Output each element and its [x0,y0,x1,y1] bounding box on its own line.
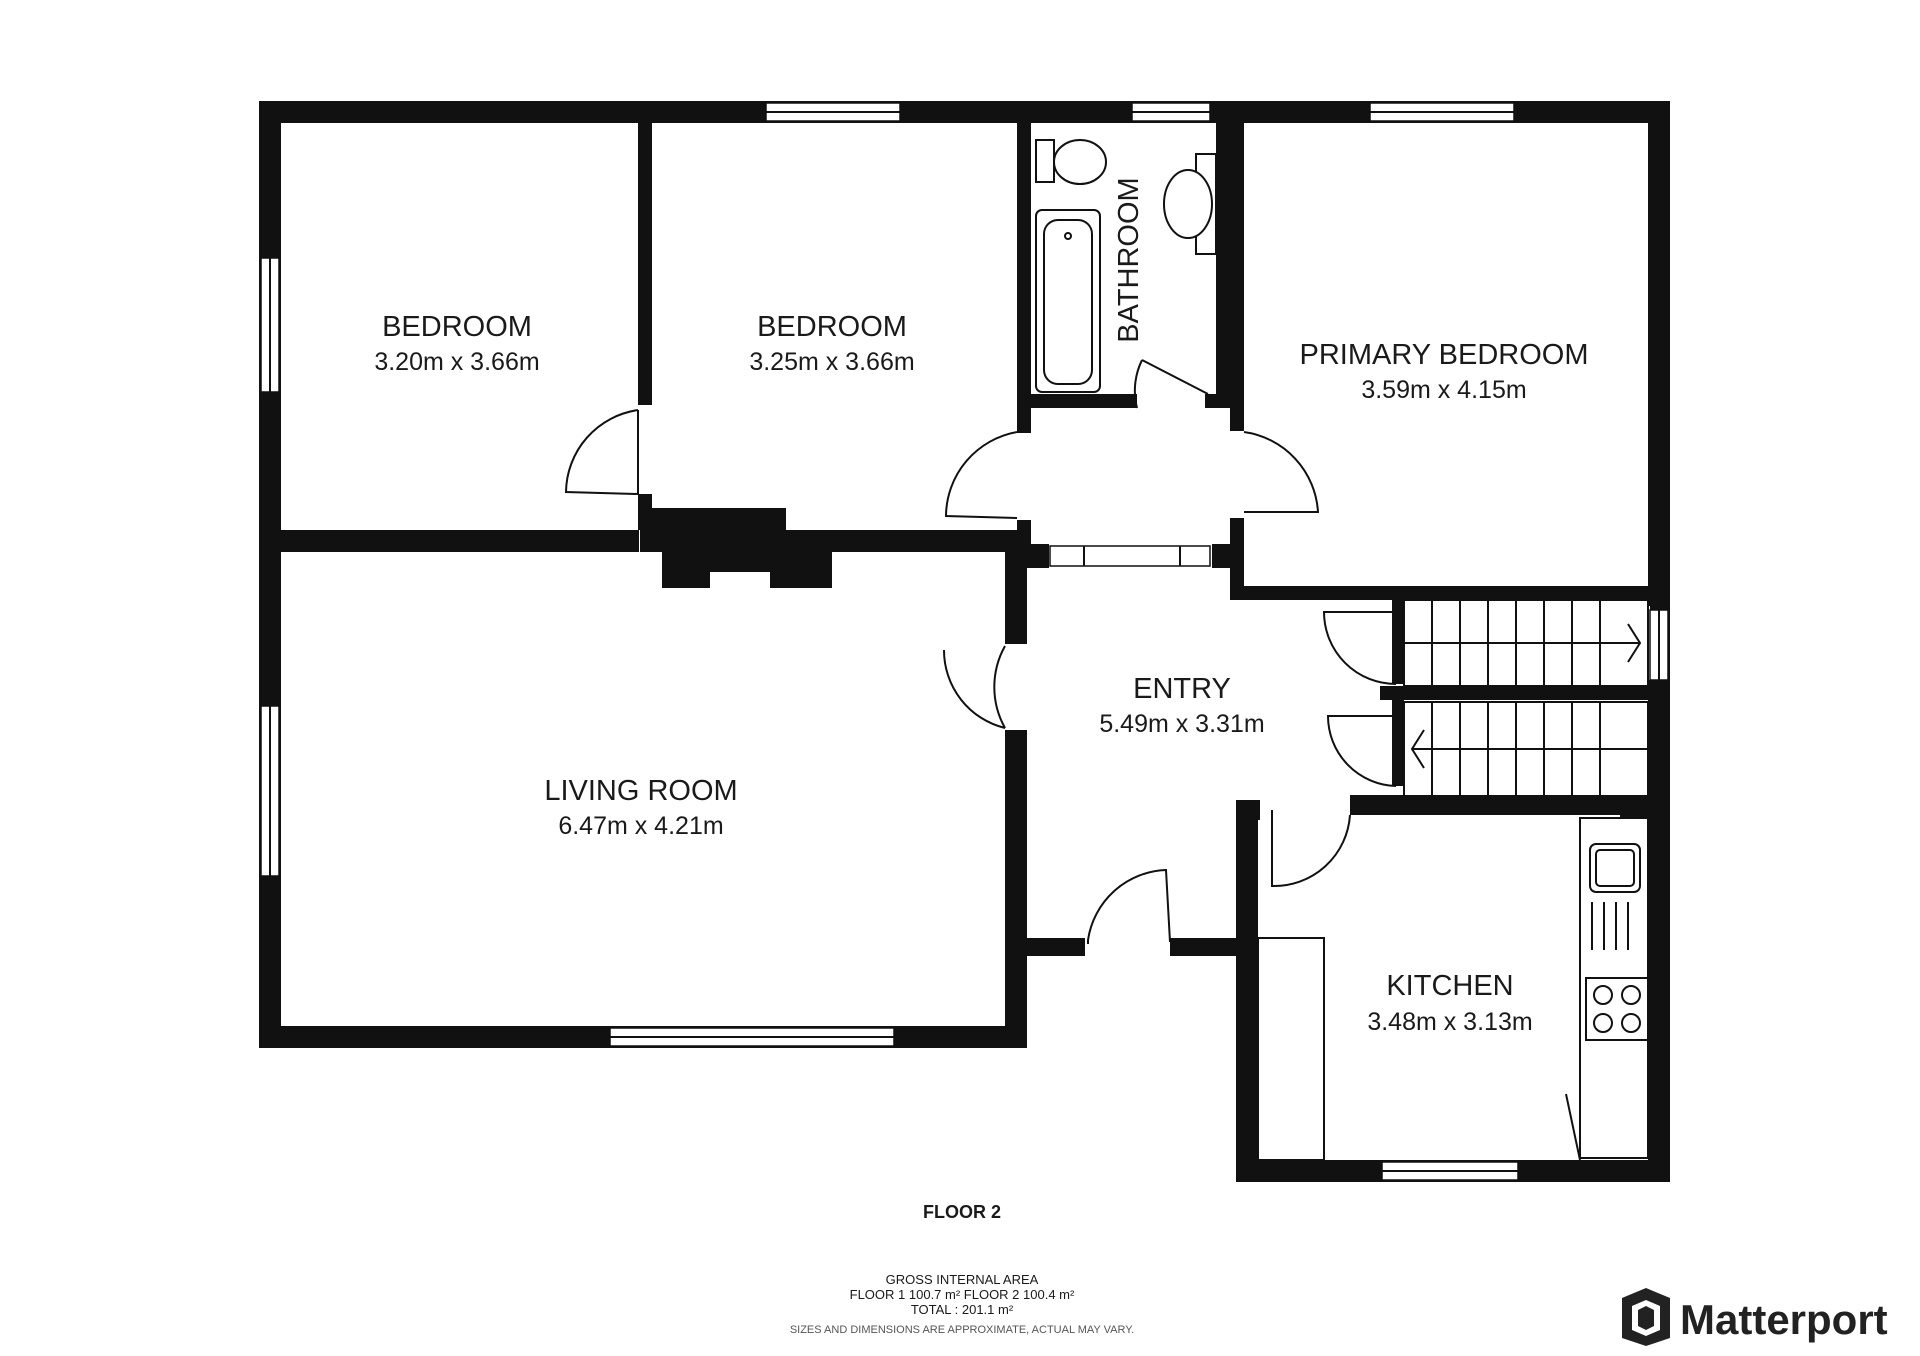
area-total: TOTAL : 201.1 m² [911,1302,1014,1317]
area-floors: FLOOR 1 100.7 m² FLOOR 2 100.4 m² [850,1287,1075,1302]
room-entry: ENTRY 5.49m x 3.31m [1099,673,1264,738]
room-name: BATHROOM [1113,177,1145,342]
room-bedroom-2: BEDROOM 3.25m x 3.66m [749,311,914,376]
room-name: BEDROOM [382,311,532,343]
room-name: ENTRY [1133,673,1231,705]
floor-label: FLOOR 2 [923,1202,1001,1222]
room-dimensions: 6.47m x 4.21m [558,812,723,840]
windows [260,102,1669,1181]
brand: Matterport [1622,1288,1888,1346]
area-summary: GROSS INTERNAL AREA FLOOR 1 100.7 m² FLO… [790,1272,1134,1336]
room-name: KITCHEN [1386,970,1513,1002]
room-living-room: LIVING ROOM 6.47m x 4.21m [544,775,737,840]
room-dimensions: 5.49m x 3.31m [1099,710,1264,738]
doors [564,359,1397,944]
room-dimensions: 3.59m x 4.15m [1361,376,1526,404]
room-name: PRIMARY BEDROOM [1300,339,1589,371]
fixtures [710,139,1649,1161]
disclaimer: SIZES AND DIMENSIONS ARE APPROXIMATE, AC… [790,1324,1134,1336]
stairs-lower [1403,701,1649,797]
room-dimensions: 3.48m x 3.13m [1367,1008,1532,1036]
room-dimensions: 3.25m x 3.66m [749,348,914,376]
area-title: GROSS INTERNAL AREA [886,1272,1039,1287]
room-primary-bedroom: PRIMARY BEDROOM 3.59m x 4.15m [1300,339,1589,404]
stairs-upper [1403,599,1649,687]
matterport-logo-icon [1622,1288,1670,1346]
room-bathroom: BATHROOM [1113,177,1145,342]
brand-name: Matterport [1680,1296,1888,1343]
room-bedroom-1: BEDROOM 3.20m x 3.66m [374,311,539,376]
room-dimensions: 3.20m x 3.66m [374,348,539,376]
room-name: BEDROOM [757,311,907,343]
room-kitchen: KITCHEN 3.48m x 3.13m [1367,970,1532,1036]
room-name: LIVING ROOM [544,775,737,807]
walls [259,101,1670,1182]
